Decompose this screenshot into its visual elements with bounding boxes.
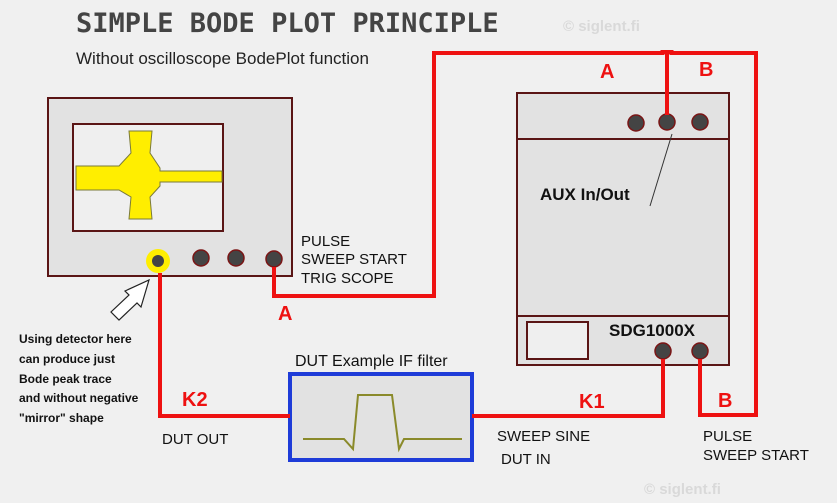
detector-note-line-4: and without negative bbox=[19, 391, 139, 405]
scope-input-connector bbox=[152, 255, 164, 267]
scope-trigger-connector bbox=[265, 250, 283, 268]
pulse-sweep-line-2: SWEEP START bbox=[703, 447, 809, 464]
label-b-top: B bbox=[699, 59, 713, 81]
pulse-trig-label: PULSE SWEEP START TRIG SCOPE bbox=[301, 233, 411, 287]
generator-model-label: SDG1000X bbox=[609, 321, 696, 340]
label-b-bottom: B bbox=[718, 390, 732, 412]
label-k1: K1 bbox=[579, 391, 605, 413]
watermark-top: © siglent.fi bbox=[563, 18, 640, 35]
page-subtitle: Without oscilloscope BodePlot function bbox=[76, 49, 369, 68]
dut-in-line-1: SWEEP SINE bbox=[497, 428, 590, 445]
scope-knob-2 bbox=[227, 249, 245, 267]
pulse-trig-line-1: PULSE bbox=[301, 233, 350, 250]
page-title: SIMPLE BODE PLOT PRINCIPLE bbox=[76, 8, 499, 39]
wire-k2-dut-out bbox=[158, 273, 290, 418]
watermark-bottom: © siglent.fi bbox=[644, 481, 721, 498]
dut-filter-response-trace bbox=[303, 394, 462, 453]
label-a-top: A bbox=[600, 61, 614, 83]
aux-label: AUX In/Out bbox=[540, 185, 630, 204]
aux-pointer-line bbox=[649, 133, 673, 207]
label-a-bottom: A bbox=[278, 303, 292, 325]
detector-note-line-2: can produce just bbox=[19, 352, 115, 366]
pulse-sweep-label: PULSE SWEEP START bbox=[703, 428, 809, 464]
generator-ch1-output bbox=[654, 342, 672, 360]
detector-note-line-3: Bode peak trace bbox=[19, 372, 112, 386]
generator-display bbox=[526, 321, 589, 360]
scope-knob-1 bbox=[192, 249, 210, 267]
pulse-sweep-line-1: PULSE bbox=[703, 428, 752, 445]
wire-a-trigger bbox=[272, 51, 664, 298]
generator-rear-connector-3 bbox=[691, 113, 709, 131]
dut-title: DUT Example IF filter bbox=[295, 353, 448, 370]
detector-arrow bbox=[110, 278, 150, 321]
pulse-trig-line-2: SWEEP START bbox=[301, 251, 407, 268]
generator-ch2-output bbox=[691, 342, 709, 360]
signal-generator bbox=[516, 92, 730, 366]
dut-in-line-2: DUT IN bbox=[501, 451, 551, 468]
dut-in-label: SWEEP SINE DUT IN bbox=[497, 428, 594, 468]
bode-trace-shape bbox=[75, 130, 223, 220]
wire-b-pulse bbox=[670, 51, 758, 417]
detector-note: Using detector here can produce just Bod… bbox=[19, 332, 142, 425]
dut-box bbox=[288, 372, 474, 462]
detector-note-line-1: Using detector here bbox=[19, 332, 132, 346]
dut-out-label: DUT OUT bbox=[162, 431, 228, 448]
wire-k1-sweep bbox=[472, 359, 665, 418]
generator-rear-connector-1 bbox=[627, 114, 645, 132]
detector-note-line-5: "mirror" shape bbox=[19, 411, 104, 425]
pulse-trig-line-3: TRIG SCOPE bbox=[301, 270, 394, 287]
oscilloscope bbox=[47, 97, 293, 277]
generator-aux-connector bbox=[658, 113, 676, 131]
label-k2: K2 bbox=[182, 389, 208, 411]
